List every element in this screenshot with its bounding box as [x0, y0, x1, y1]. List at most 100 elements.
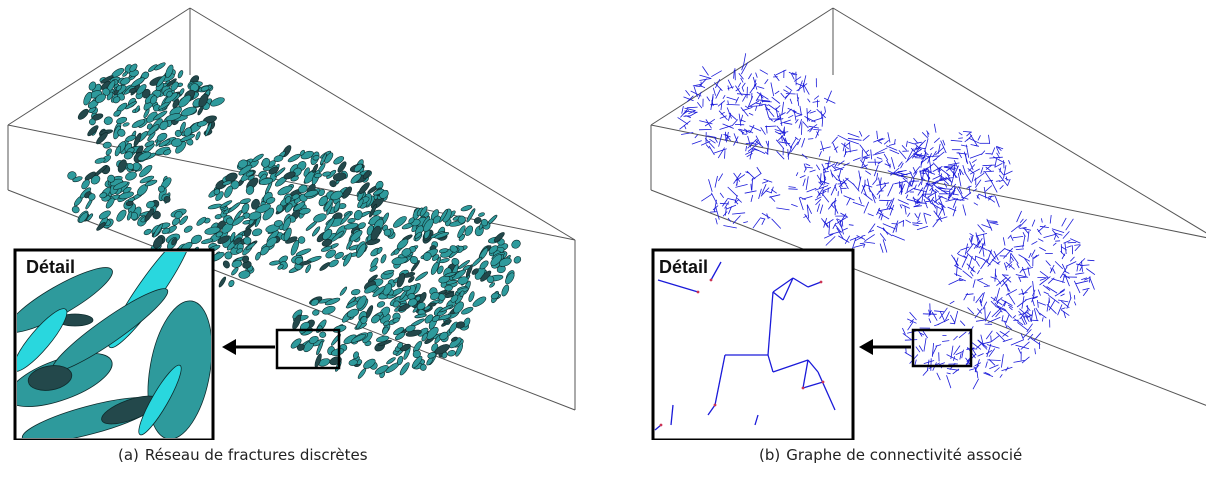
graph-edge — [956, 199, 965, 201]
graph-edge — [883, 153, 889, 161]
fracture — [222, 260, 230, 269]
graph-edge — [912, 166, 921, 175]
graph-edge — [963, 292, 968, 301]
graph-edge — [986, 218, 993, 231]
fracture — [407, 276, 415, 283]
graph-edge — [733, 69, 735, 79]
graph-edge — [859, 144, 869, 156]
graph-edge — [1079, 265, 1083, 272]
graph-edge — [971, 159, 977, 164]
fracture — [298, 184, 308, 194]
fracture — [371, 314, 381, 324]
fracture — [293, 201, 306, 211]
graph-edge — [997, 305, 1006, 310]
fracture — [453, 301, 464, 314]
fracture — [348, 359, 358, 366]
graph-edge — [918, 345, 924, 352]
graph-edge — [728, 206, 732, 215]
graph-edge — [980, 150, 986, 156]
graph-edge — [764, 151, 769, 155]
graph-edge — [722, 123, 734, 129]
graph-edge — [876, 139, 883, 144]
graph-edge — [982, 301, 988, 310]
graph-edge — [950, 345, 954, 360]
graph-edge — [1008, 306, 1013, 311]
graph-edge — [938, 173, 947, 181]
graph-edge — [972, 378, 980, 390]
graph-edge — [860, 164, 868, 169]
graph-edge — [914, 202, 927, 204]
graph-edge — [983, 186, 987, 199]
graph-edge — [932, 175, 942, 180]
graph-edge — [968, 255, 973, 270]
graph-edge — [945, 311, 950, 321]
graph-edge — [867, 213, 874, 217]
graph-edge — [1018, 312, 1028, 316]
graph-edge — [983, 372, 994, 377]
graph-edge — [917, 212, 921, 221]
graph-edge — [834, 197, 836, 207]
fracture — [259, 177, 274, 185]
graph-edge — [670, 404, 674, 426]
graph-edge — [774, 131, 782, 135]
graph-edge — [945, 198, 958, 202]
graph-edge — [912, 154, 922, 158]
graph-edge — [756, 166, 762, 175]
graph-edge — [889, 204, 895, 216]
graph-edge — [907, 198, 921, 204]
graph-edge — [752, 218, 761, 229]
graph-edge — [865, 149, 870, 154]
graph-edge — [1036, 228, 1042, 235]
graph-edge — [803, 215, 808, 219]
graph-edge — [988, 195, 993, 201]
graph-edge — [1070, 238, 1081, 244]
fracture — [444, 284, 453, 292]
graph-edge — [741, 82, 746, 88]
graph-edge — [859, 130, 863, 137]
graph-edge — [1039, 270, 1049, 278]
graph-edge — [961, 196, 969, 200]
graph-edge — [1049, 264, 1055, 274]
fracture — [447, 350, 456, 357]
fracture — [247, 175, 255, 181]
graph-edge — [714, 175, 718, 188]
graph-edge — [1031, 319, 1039, 322]
graph-edge — [825, 219, 834, 225]
graph-edge — [1022, 267, 1033, 271]
graph-edge — [747, 96, 754, 108]
graph-edge — [935, 344, 942, 347]
graph-edge — [804, 166, 813, 169]
fracture — [225, 172, 238, 182]
graph-edge — [986, 344, 1000, 349]
graph-edge — [837, 160, 845, 166]
fracture — [196, 120, 208, 127]
graph-edge — [1013, 245, 1025, 248]
graph-edge — [906, 148, 914, 161]
graph-edge — [1039, 247, 1046, 252]
graph-edge — [763, 178, 773, 183]
inset-fractures — [17, 252, 211, 438]
fracture — [444, 272, 457, 277]
graph-edge — [987, 316, 1001, 323]
fracture — [88, 193, 96, 201]
graph-edge — [907, 330, 917, 334]
graph-edge — [894, 180, 908, 185]
graph-edge — [708, 179, 713, 192]
graph-edge — [802, 381, 824, 389]
graph-edge — [946, 375, 952, 389]
graph-edge — [705, 144, 710, 149]
fracture — [284, 203, 293, 213]
graph-edge — [740, 77, 744, 83]
graph-edge — [737, 128, 745, 134]
graph-edge — [726, 96, 737, 101]
fracture — [463, 317, 471, 328]
graph-edge — [1050, 267, 1053, 272]
graph-edge — [958, 152, 962, 159]
graph-edge — [806, 187, 817, 193]
graph-edge — [878, 207, 892, 212]
graph-edge — [831, 136, 838, 144]
graph-edge — [902, 327, 906, 335]
graph-edge — [882, 239, 888, 253]
fracture — [81, 179, 90, 190]
graph-edge — [832, 142, 838, 153]
